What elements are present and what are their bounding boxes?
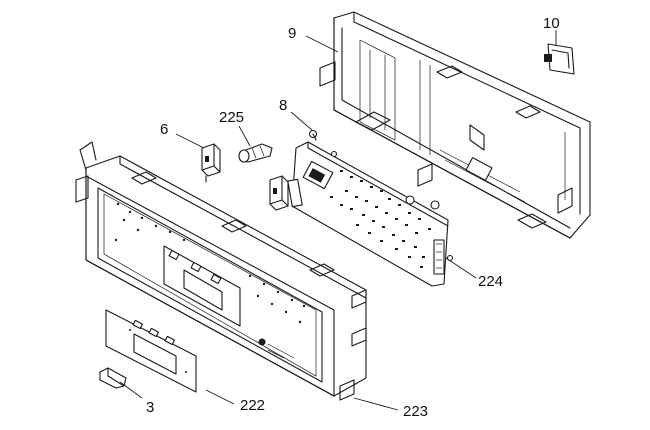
- callout-9: 9: [288, 25, 296, 42]
- control-board-part: [287, 141, 454, 287]
- callout-222: 222: [240, 397, 265, 414]
- callout-225: 225: [219, 109, 244, 126]
- callout-8: 8: [279, 97, 287, 114]
- callout-10: 10: [543, 15, 560, 32]
- callout-6: 6: [160, 121, 168, 138]
- board-bracket-part: [269, 175, 289, 211]
- callout-223: 223: [403, 403, 428, 420]
- screw-part: [308, 129, 318, 141]
- clip-part: [544, 43, 575, 75]
- leader-lines: [119, 30, 557, 411]
- bracket-part: [201, 143, 221, 183]
- overlay-part: [105, 309, 197, 393]
- button-part: [99, 367, 127, 389]
- callout-3: 3: [146, 399, 154, 416]
- rear-housing-part: [319, 11, 591, 239]
- callout-224: 224: [478, 273, 503, 290]
- front-panel-part: [75, 141, 367, 401]
- knob-part: [238, 143, 273, 163]
